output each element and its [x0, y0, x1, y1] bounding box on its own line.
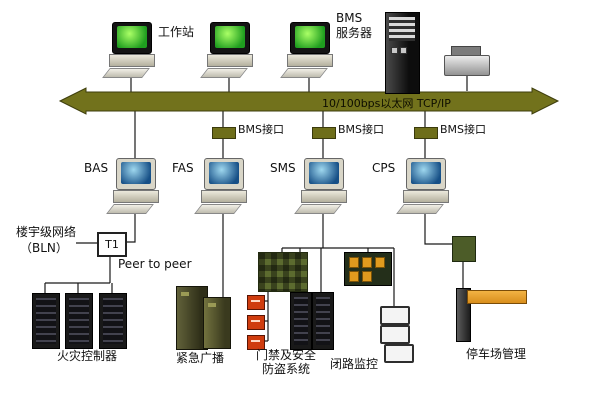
- cctv-rack-2: [312, 292, 334, 350]
- screen-icon: [411, 162, 441, 184]
- monitor-icon: [204, 158, 244, 190]
- t1-node-box: T1: [97, 232, 127, 257]
- fire-controller-cabinet-1: [32, 293, 60, 349]
- bms-interface-label-1: BMS接口: [238, 123, 285, 136]
- ethernet-backbone-arrow: [58, 87, 560, 115]
- fas-label: FAS: [172, 161, 194, 175]
- emergency-broadcast-label: 紧急广播: [176, 351, 225, 365]
- screen-icon: [117, 26, 147, 48]
- cctv-switcher-panel-icon: [344, 252, 392, 286]
- emergency-broadcast-unit-1: [176, 286, 208, 350]
- workstation-label: 工作站: [158, 25, 195, 39]
- monitor-icon: [210, 22, 250, 54]
- desktop-base-icon: [201, 190, 247, 203]
- sms-label: SMS: [270, 161, 296, 175]
- keyboard-icon: [194, 204, 242, 214]
- desktop-base-icon: [287, 54, 333, 67]
- bms-server-label-line2: 服务器: [336, 26, 373, 40]
- desktop-base-icon: [403, 190, 449, 203]
- cctv-monitor-icon-3: [384, 344, 414, 363]
- printer-icon: [444, 46, 490, 76]
- bms-server-label-line1: BMS: [336, 11, 363, 25]
- monitor-icon: [112, 22, 152, 54]
- monitor-icon: [304, 158, 344, 190]
- monitor-icon: [116, 158, 156, 190]
- desktop-base-icon: [207, 54, 253, 67]
- bas-computer: [106, 158, 164, 214]
- ethernet-backbone-label: 10/100bps以太网 TCP/IP: [322, 97, 451, 110]
- keyboard-icon: [102, 68, 150, 78]
- bas-label: BAS: [84, 161, 109, 175]
- monitor-icon: [290, 22, 330, 54]
- parking-gate-arm-icon: [467, 290, 527, 304]
- workstation-computer-2: [200, 22, 258, 78]
- alarm-module-icon-3: [247, 335, 265, 350]
- server-button-icon: [391, 47, 398, 54]
- cps-label: CPS: [372, 161, 396, 175]
- keyboard-icon: [280, 68, 328, 78]
- screen-icon: [215, 26, 245, 48]
- indicator-icon: [349, 257, 359, 268]
- fire-controller-label: 火灾控制器: [57, 349, 118, 363]
- access-security-label-line2: 防盗系统: [262, 362, 311, 376]
- bms-interface-box-2: [312, 127, 336, 139]
- screen-icon: [295, 26, 325, 48]
- access-security-label-line1: 门禁及安全: [256, 348, 317, 362]
- cctv-label: 闭路监控: [330, 357, 379, 371]
- workstation-computer-3: [280, 22, 338, 78]
- screen-icon: [309, 162, 339, 184]
- keyboard-icon: [106, 204, 154, 214]
- bms-interface-box-3: [414, 127, 438, 139]
- cctv-monitor-icon-2: [380, 325, 410, 344]
- screen-icon: [121, 162, 151, 184]
- keyboard-icon: [396, 204, 444, 214]
- fire-controller-cabinet-3: [99, 293, 127, 349]
- cctv-rack-1: [290, 292, 312, 350]
- desktop-base-icon: [113, 190, 159, 203]
- indicator-icon: [375, 257, 385, 268]
- indicator-icon: [362, 257, 372, 268]
- bln-label-line2: （BLN）: [20, 241, 68, 255]
- indicator-icon: [362, 271, 372, 282]
- fas-computer: [194, 158, 252, 214]
- printer-body-icon: [444, 55, 490, 76]
- keyboard-icon: [200, 68, 248, 78]
- desktop-base-icon: [109, 54, 155, 67]
- parking-controller-icon: [452, 236, 476, 262]
- emergency-broadcast-unit-2: [203, 297, 231, 349]
- bln-label-line1: 楼宇级网络: [16, 225, 77, 239]
- cps-computer: [396, 158, 454, 214]
- bms-interface-label-2: BMS接口: [338, 123, 385, 136]
- cctv-monitor-icon-1: [380, 306, 410, 325]
- alarm-module-icon-2: [247, 315, 265, 330]
- bms-interface-label-3: BMS接口: [440, 123, 487, 136]
- screen-icon: [209, 162, 239, 184]
- alarm-module-icon-1: [247, 295, 265, 310]
- server-button-icon: [400, 47, 407, 54]
- access-control-panel-icon: [258, 252, 308, 292]
- desktop-base-icon: [301, 190, 347, 203]
- indicator-icon: [349, 271, 359, 282]
- monitor-icon: [406, 158, 446, 190]
- sms-computer: [294, 158, 352, 214]
- parking-label: 停车场管理: [466, 347, 527, 361]
- bms-interface-box-1: [212, 127, 236, 139]
- server-grill-icon: [389, 17, 415, 41]
- peer-to-peer-label: Peer to peer: [118, 257, 192, 271]
- fire-controller-cabinet-2: [65, 293, 93, 349]
- bms-server-tower-icon: [385, 12, 420, 94]
- keyboard-icon: [294, 204, 342, 214]
- workstation-computer-1: [102, 22, 160, 78]
